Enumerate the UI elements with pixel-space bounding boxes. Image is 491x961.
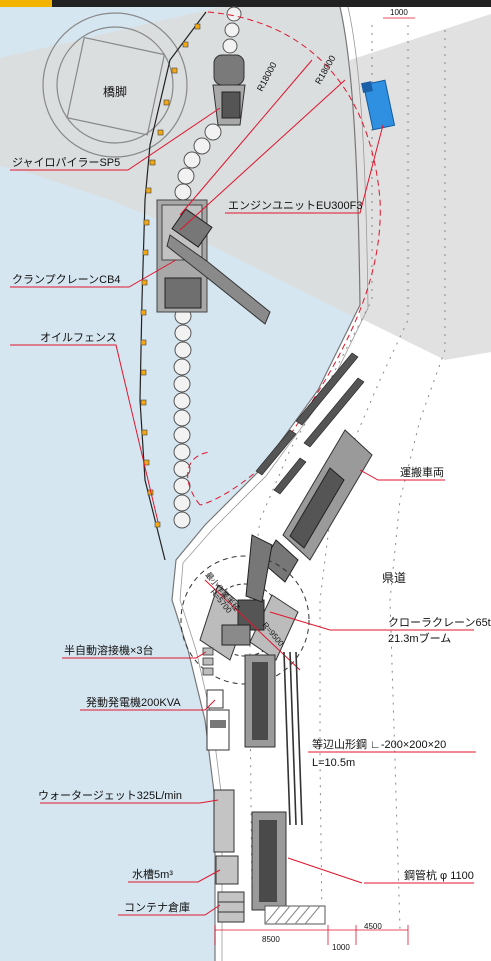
water-jet-label: ウォータージェット325L/min xyxy=(38,789,182,802)
gyro-piler-label: ジャイロパイラーSP5 xyxy=(12,156,120,169)
road-band-land xyxy=(350,14,491,360)
angle-steel-label-1: 等辺山形鋼 ∟-200×200×20 xyxy=(312,737,446,751)
gyro-piler xyxy=(212,54,246,126)
water-jet xyxy=(213,789,235,853)
prefectural-road-label: 県道 xyxy=(382,571,406,585)
oil-fence xyxy=(139,11,207,561)
radius-lines xyxy=(179,59,346,231)
swing-track-2 xyxy=(187,451,211,506)
quay-edge xyxy=(171,6,361,961)
crawler-crane-label-1: クローラクレーン65t吊 xyxy=(388,616,491,629)
welder-units xyxy=(202,647,214,676)
pile-chain xyxy=(173,6,242,529)
pier-label: 橋脚 xyxy=(103,84,127,99)
crawler-crane-label-2: 21.3mブーム xyxy=(388,631,451,645)
oil-fence-label: オイルフェンス xyxy=(40,331,117,344)
bridge-pier: 橋脚 xyxy=(42,12,188,158)
angle-steel-stock xyxy=(283,651,303,826)
engine-unit xyxy=(361,79,396,131)
transport-vehicle xyxy=(262,429,373,583)
generator-label: 発動発電機200KVA xyxy=(86,695,181,709)
dimension-bottom-mid: 1000 xyxy=(332,943,350,952)
transport-vehicle-label: 運搬車両 xyxy=(400,465,444,479)
oil-fence-floats xyxy=(140,23,201,528)
top-bar xyxy=(0,0,491,7)
dimension-bottom-left: 8500 xyxy=(262,935,280,944)
water-tank xyxy=(215,855,239,885)
container-label: コンテナ倉庫 xyxy=(124,900,190,914)
dimension-bottom-right: 4500 xyxy=(364,922,382,931)
steel-pipe-stock xyxy=(244,654,287,911)
bottom-hatch xyxy=(264,905,326,925)
clamp-crane xyxy=(156,199,271,325)
engine-unit-label: エンジンユニットEU300F3 xyxy=(228,200,362,212)
angle-steel-label-2: L=10.5m xyxy=(312,757,355,769)
steel-pipe-label: 鋼管杭 φ 1100 xyxy=(404,868,474,882)
callout-leaders xyxy=(10,107,476,916)
top-dimension-label: 1000 xyxy=(390,8,408,17)
water-tank-label: 水槽5m³ xyxy=(132,868,173,881)
container-storehouse xyxy=(217,891,245,923)
crawler-crane xyxy=(180,534,310,685)
top-bar-accent xyxy=(0,0,52,7)
quay-edge-inner xyxy=(179,6,369,961)
bottom-dimensions xyxy=(214,925,409,945)
welder-label: 半自動溶接機×3台 xyxy=(64,643,154,657)
clamp-crane-label: クランプクレーンCB4 xyxy=(12,273,121,286)
stock-bars xyxy=(255,352,365,495)
